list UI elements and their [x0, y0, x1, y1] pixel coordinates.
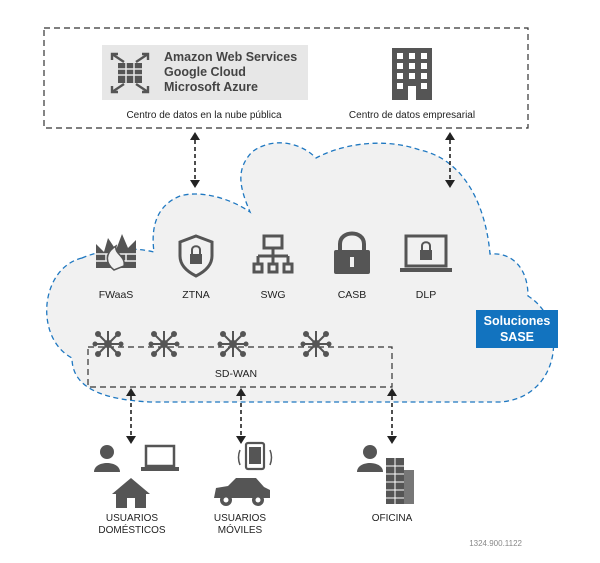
sdwan-node-icon: [300, 331, 332, 357]
cloud-providers-panel: Amazon Web Services Google Cloud Microso…: [102, 45, 308, 100]
firewall-icon: [96, 234, 136, 271]
swg-label: SWG: [260, 289, 285, 301]
car-icon: [214, 478, 270, 506]
sdwan-label: SD-WAN: [215, 368, 257, 380]
office-label: OFICINA: [372, 513, 413, 524]
datacenter-box: [43, 27, 529, 129]
badge-line1: Soluciones: [483, 314, 551, 328]
sase-cloud: [46, 142, 555, 403]
provider-google: Google Cloud: [164, 65, 246, 79]
enterprise-dc-label: Centro de datos empresarial: [349, 110, 475, 121]
figure-id: 1324.900.1122: [469, 539, 522, 548]
user-person-icon: [94, 445, 120, 472]
fwaas-label: FWaaS: [99, 289, 134, 301]
sdwan-node-icon: [148, 331, 180, 357]
dlp-label: DLP: [416, 289, 436, 301]
office-building-icon: [386, 458, 414, 504]
ztna-label: ZTNA: [182, 289, 209, 301]
badge-line2: SASE: [499, 330, 535, 344]
laptop-icon: [141, 444, 179, 471]
enterprise-building-icon: [392, 48, 432, 100]
mobile-users-label-line2: MÓVILES: [218, 523, 263, 536]
sdwan-box: [87, 346, 393, 388]
sdwan-node-icon: [217, 331, 249, 357]
public-cloud-dc-label: Centro de datos en la nube pública: [126, 110, 282, 121]
laptop-lock-icon: [400, 234, 452, 272]
public-cloud-server-icon: [118, 63, 142, 83]
house-icon: [112, 478, 150, 508]
public-cloud-expand-icon: [110, 52, 150, 94]
home-users-label-line1: USUARIOS: [106, 513, 159, 524]
arrow-office: [387, 388, 397, 444]
network-gateway-icon: [252, 234, 294, 274]
arrow-home-users: [126, 388, 136, 444]
provider-aws: Amazon Web Services: [164, 50, 297, 64]
mobile-users-label-line1: USUARIOS: [214, 513, 267, 524]
sase-solutions-badge: Soluciones SASE: [476, 310, 558, 348]
shield-lock-icon: [178, 234, 214, 278]
smartphone-icon: [237, 441, 273, 471]
casb-label: CASB: [338, 289, 367, 301]
sdwan-node-icon: [92, 331, 124, 357]
office-person-icon: [357, 445, 383, 472]
padlock-icon: [334, 231, 370, 274]
arrow-mobile-users: [236, 388, 246, 444]
arrow-cloud-to-public-dc: [190, 132, 200, 188]
provider-azure: Microsoft Azure: [164, 80, 258, 94]
home-users-label-line2: DOMÉSTICOS: [98, 523, 166, 536]
arrow-cloud-to-enterprise-dc: [445, 132, 455, 188]
